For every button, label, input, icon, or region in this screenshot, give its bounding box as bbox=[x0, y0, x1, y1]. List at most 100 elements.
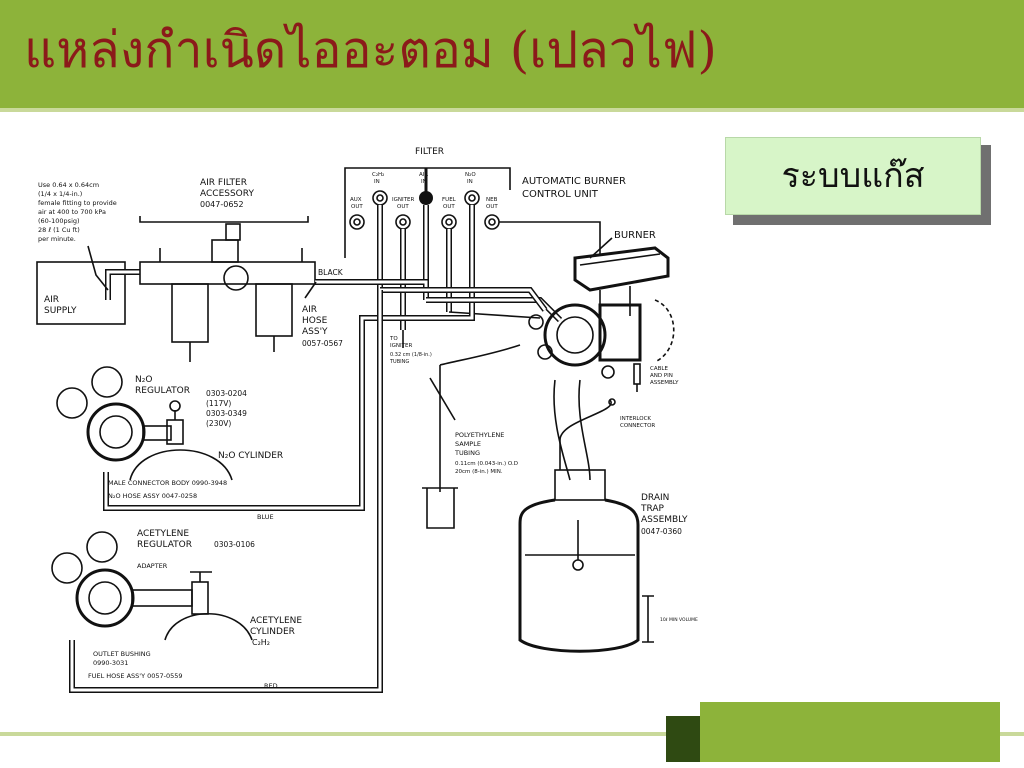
label-acetylene-regulator-1: ACETYLENE bbox=[137, 529, 189, 539]
label-cable-1: CABLE bbox=[650, 366, 668, 372]
port-neb-out bbox=[484, 214, 500, 230]
label-port-air-b: IN bbox=[421, 179, 427, 185]
label-n2o-regulator-1: N₂O bbox=[135, 375, 152, 385]
label-cable-2: AND PIN bbox=[650, 373, 673, 379]
label-n2o-part-4: (230V) bbox=[206, 419, 231, 428]
label-acetylene-regulator-2: REGULATOR bbox=[137, 540, 192, 550]
fuel-line bbox=[69, 290, 383, 693]
label-port-neb-b: OUT bbox=[486, 204, 498, 210]
label-drain-2: TRAP bbox=[640, 504, 665, 514]
label-port-c2h2-b: IN bbox=[374, 179, 380, 185]
label-igniter-3: 0.32 cm (1/8-in.) bbox=[390, 352, 432, 358]
label-interlock-2: CONNECTOR bbox=[620, 423, 655, 429]
label-acetylene-cylinder-1: ACETYLENE bbox=[250, 616, 302, 626]
gas-system-label: ระบบแก๊ส bbox=[781, 156, 925, 196]
label-filter: FILTER bbox=[415, 147, 444, 157]
label-port-igniter-b: OUT bbox=[397, 204, 409, 210]
n2o-cylinder-top bbox=[129, 449, 233, 481]
label-sample-2: SAMPLE bbox=[455, 440, 481, 448]
label-cable-3: ASSEMBLY bbox=[650, 380, 679, 386]
label-black: BLACK bbox=[318, 268, 344, 277]
label-igniter-4: TUBING bbox=[389, 359, 409, 365]
label-port-n2o-a: N₂O bbox=[465, 172, 476, 178]
fitting-note-line: (1/4 x 1/4-in.) bbox=[38, 190, 82, 198]
acetylene-cylinder-top bbox=[164, 612, 253, 641]
fitting-note-line: female fitting to provide bbox=[38, 199, 117, 207]
label-n2o-cylinder: N₂O CYLINDER bbox=[218, 451, 283, 461]
bottom-divider bbox=[0, 732, 1024, 736]
fitting-note-line: Use 0.64 x 0.64cm bbox=[38, 181, 99, 189]
label-n2o-part-1: 0303-0204 bbox=[206, 389, 247, 398]
drain-tube bbox=[553, 379, 591, 481]
label-sample-3: TUBING bbox=[454, 449, 480, 457]
acetylene-regulator bbox=[51, 531, 212, 628]
label-air-supply-1: AIR bbox=[44, 295, 59, 305]
label-adapter: ADAPTER bbox=[137, 562, 168, 570]
sample-beaker bbox=[426, 488, 455, 529]
title-bar bbox=[0, 0, 1024, 108]
port-c2h2-in bbox=[372, 190, 388, 206]
label-port-c2h2-a: C₂H₂ bbox=[372, 172, 384, 178]
port-n2o-in bbox=[464, 190, 480, 206]
label-air-filter-2: ACCESSORY bbox=[200, 189, 254, 199]
drain-trap-bottle bbox=[518, 469, 640, 653]
label-port-igniter-a: IGNITER bbox=[392, 197, 414, 203]
filter-bracket bbox=[139, 216, 309, 223]
label-air-hose-3: ASS'Y bbox=[302, 327, 328, 337]
label-port-n2o-b: IN bbox=[467, 179, 473, 185]
neb-line bbox=[499, 221, 601, 255]
label-port-aux-a: AUX bbox=[350, 197, 362, 203]
label-air-filter-part: 0047-0652 bbox=[200, 200, 244, 209]
label-air-hose-1: AIR bbox=[302, 305, 317, 315]
label-air-hose-2: HOSE bbox=[302, 316, 328, 326]
n2o-regulator bbox=[56, 366, 184, 462]
label-outlet-bushing-1: OUTLET BUSHING bbox=[93, 650, 151, 658]
label-acetylene-regulator-part: 0303-0106 bbox=[214, 540, 255, 549]
label-control-unit-1: AUTOMATIC BURNER bbox=[522, 176, 626, 187]
label-n2o-part-3: 0303-0349 bbox=[206, 409, 247, 418]
label-igniter-2: IGNITER bbox=[390, 343, 412, 349]
label-interlock-1: INTERLOCK bbox=[620, 416, 651, 422]
volume-indicator bbox=[642, 595, 654, 643]
cable-pin bbox=[633, 363, 641, 392]
fitting-note-line: per minute. bbox=[38, 235, 76, 243]
interlock-cable bbox=[559, 399, 612, 470]
fitting-note: Use 0.64 x 0.64cm (1/4 x 1/4-in.) female… bbox=[38, 181, 117, 243]
port-air-in bbox=[419, 191, 433, 205]
label-acetylene-cylinder-2: CYLINDER bbox=[250, 627, 295, 637]
label-air-supply-2: SUPPLY bbox=[44, 306, 77, 316]
label-male-connector: MALE CONNECTOR BODY 0990-3948 bbox=[108, 479, 227, 487]
slide-title: แหล่งกำเนิดไออะตอม (เปลวไฟ) bbox=[24, 21, 717, 79]
title-divider bbox=[0, 108, 1024, 112]
label-acetylene-cylinder-3: C₂H₂ bbox=[252, 638, 270, 647]
label-red: RED bbox=[264, 682, 278, 690]
burner-pointer bbox=[589, 237, 613, 259]
port-aux-out bbox=[349, 214, 365, 230]
label-n2o-regulator-2: REGULATOR bbox=[135, 386, 190, 396]
label-sample-5: 20cm (8-in.) MIN. bbox=[455, 469, 503, 475]
nebulizer bbox=[439, 303, 642, 379]
fitting-note-line: 28 ℓ (1 Cu ft) bbox=[38, 226, 80, 234]
label-port-fuel-a: FUEL bbox=[442, 197, 457, 203]
label-drain-part: 0047-0360 bbox=[641, 527, 682, 536]
label-sample-4: 0.11cm (0.043-in.) O.D bbox=[455, 461, 518, 467]
label-volume: 10ℓ MIN VOLUME bbox=[660, 617, 698, 623]
label-fuel-hose: FUEL HOSE ASS'Y 0057-0559 bbox=[88, 672, 183, 680]
label-drain-1: DRAIN bbox=[641, 493, 669, 503]
label-igniter-1: TO bbox=[389, 336, 398, 342]
label-air-filter-1: AIR FILTER bbox=[200, 178, 247, 188]
label-port-air-a: AIR bbox=[419, 172, 428, 178]
label-outlet-bushing-2: 0990-3031 bbox=[93, 659, 128, 667]
air-filter-assembly bbox=[139, 223, 316, 362]
label-port-neb-a: NEB bbox=[486, 197, 498, 203]
label-control-unit-2: CONTROL UNIT bbox=[522, 189, 599, 200]
fitting-note-line: (60-100psig) bbox=[38, 217, 80, 225]
label-burner: BURNER bbox=[614, 230, 656, 241]
label-sample-1: POLYETHYLENE bbox=[455, 431, 504, 439]
label-n2o-part-2: (117V) bbox=[206, 399, 231, 408]
gas-system-label-box: ระบบแก๊ส bbox=[725, 137, 981, 215]
label-port-aux-b: OUT bbox=[351, 204, 363, 210]
label-air-hose-part: 0057-0567 bbox=[302, 339, 343, 348]
label-drain-3: ASSEMBLY bbox=[641, 515, 688, 525]
